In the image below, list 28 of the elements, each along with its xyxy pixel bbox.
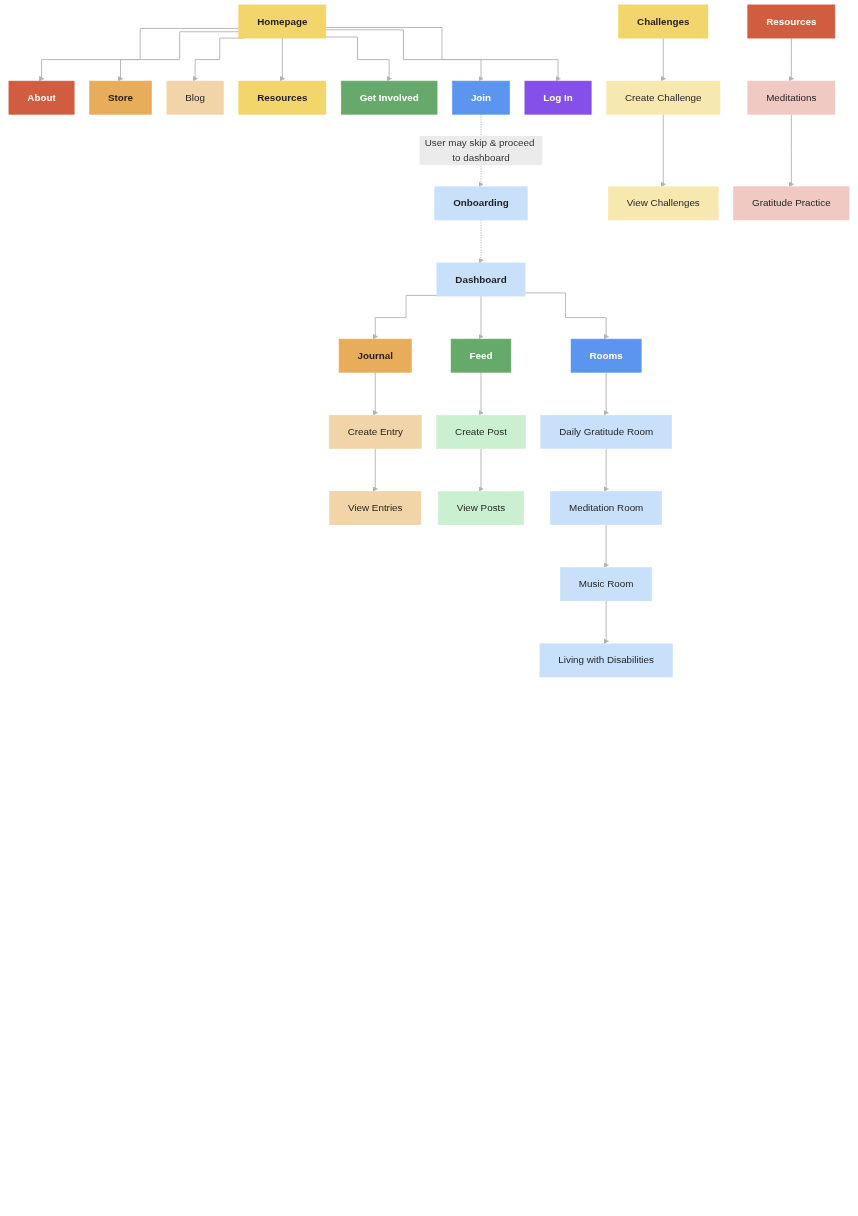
node-box: View Posts [438, 491, 524, 525]
node-box: Challenges [618, 4, 709, 39]
node-box: Journal [338, 338, 412, 373]
node-box: Feed [450, 338, 512, 373]
node-box: Homepage [238, 4, 327, 39]
node-box: Meditations [747, 80, 836, 115]
node-box: Create Entry [328, 414, 422, 449]
node-box: Daily Gratitude Room [540, 414, 672, 449]
node-box: Create Post [436, 414, 526, 449]
node-box: Join [452, 80, 510, 115]
node-box: Blog [166, 80, 224, 115]
node-box: About [8, 80, 75, 115]
node-box: Onboarding [434, 186, 528, 221]
node-box: Log In [524, 80, 592, 115]
node-box: Gratitude Practice [733, 186, 850, 221]
node-box: Resources [238, 80, 327, 115]
node-box: Create Challenge [606, 80, 721, 115]
node-box: Get Involved [340, 80, 438, 115]
node-box: Resources [747, 4, 836, 39]
node-box: View Challenges [608, 186, 719, 221]
node-box: Meditation Room [550, 491, 662, 525]
node-box: Store [89, 80, 152, 115]
edge-label: User may skip & proceed to dashboard [424, 137, 535, 163]
node-box: Music Room [560, 567, 653, 602]
node-box: Dashboard [436, 262, 526, 297]
node-box: View Entries [329, 491, 422, 525]
node-box: Rooms [570, 338, 642, 373]
node-box: Living with Disabilities [539, 643, 673, 678]
